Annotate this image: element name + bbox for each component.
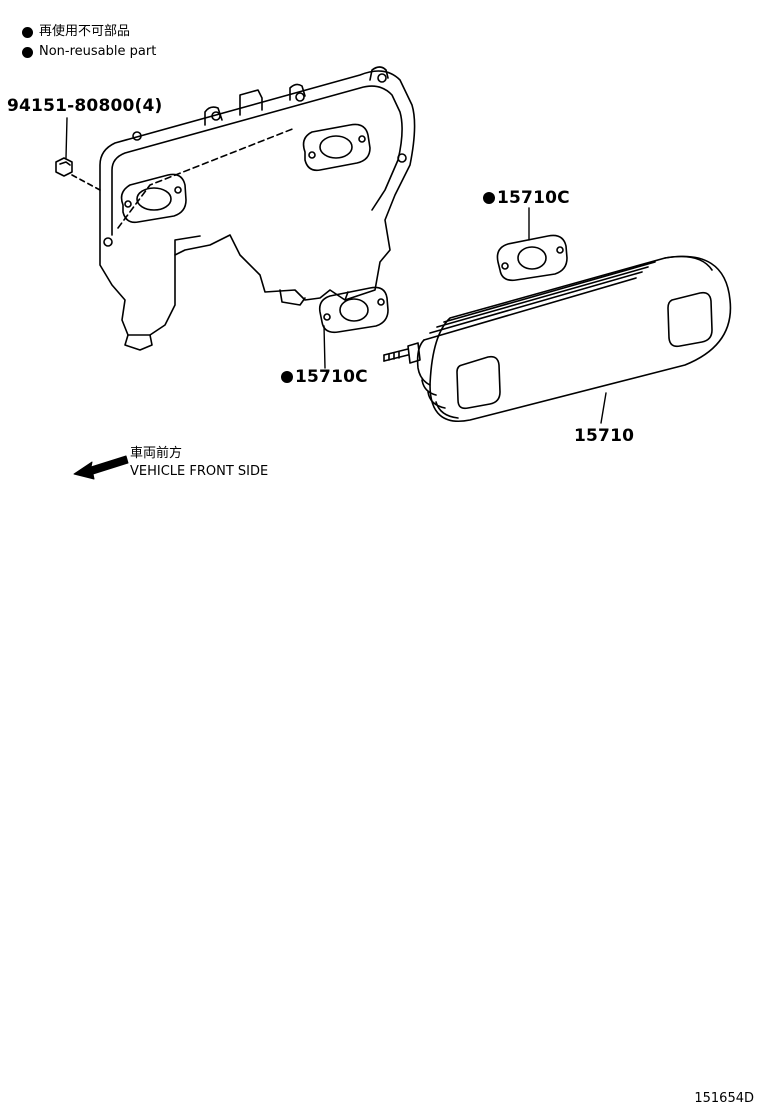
callout-gasket-lower-text: 15710C [295,367,368,387]
vehicle-front-label: 車両前方 VEHICLE FRONT SIDE [130,445,268,481]
legend-item-en: Non-reusable part [22,42,156,62]
filled-circle-icon [281,371,293,383]
arrow-left-icon [73,455,129,480]
callout-bolt: 94151-80800(4) [7,96,163,116]
oil-cooler-drawing [383,255,732,424]
vehicle-front-en: VEHICLE FRONT SIDE [130,464,269,479]
callout-cooler: 15710 [574,426,635,446]
legend-text-jp: 再使用不可部品 [39,24,131,39]
legend-item-jp: 再使用不可部品 [22,22,156,42]
illustration-code: 151654D [694,1091,754,1106]
legend-text-en: Non-reusable part [39,44,157,59]
filled-circle-icon [22,46,33,58]
engine-housing-drawing [71,66,416,351]
callout-gasket-upper: 15710C [483,188,570,208]
vehicle-front-jp: 車両前方 [130,446,183,461]
callout-gasket-lower: 15710C [281,367,368,387]
filled-circle-icon [483,192,495,204]
filled-circle-icon [22,26,33,38]
bolt-drawing [55,117,73,177]
callout-gasket-upper-text: 15710C [497,188,570,208]
legend: 再使用不可部品 Non-reusable part [22,22,156,62]
gasket-lower-drawing [318,286,389,369]
gasket-upper-drawing [496,207,568,282]
